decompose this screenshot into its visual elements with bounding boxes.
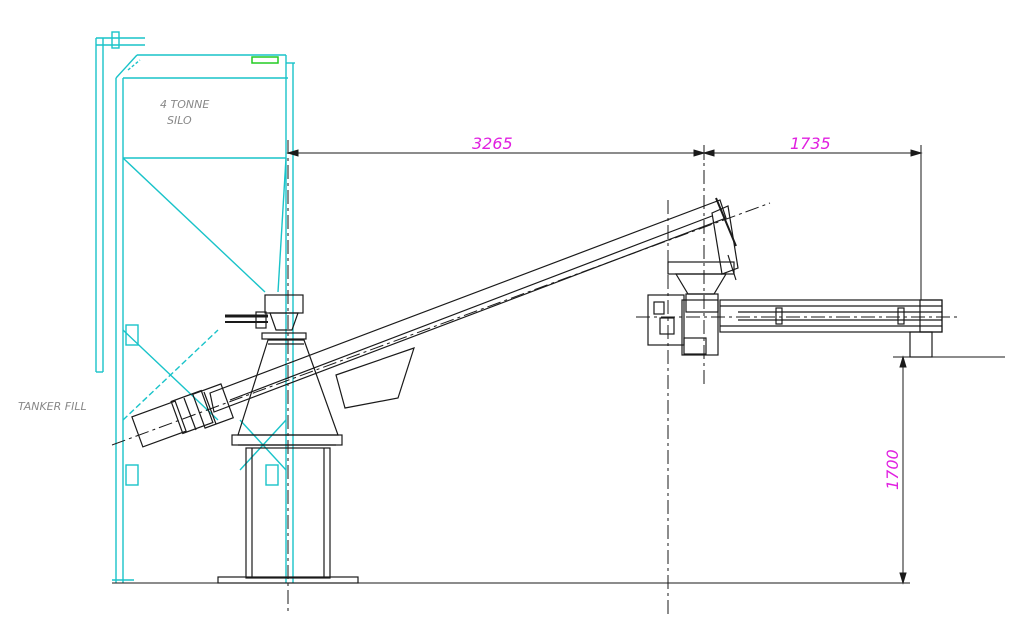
dimension-lines <box>286 145 923 585</box>
dimension-3265: 3265 <box>472 134 513 153</box>
support-stand <box>217 294 359 584</box>
dimension-1700: 1700 <box>883 449 902 490</box>
horizontal-conveyor <box>636 261 960 358</box>
tanker-fill-label: TANKER FILL <box>18 400 87 413</box>
silo <box>95 31 295 583</box>
center-lines <box>111 140 771 615</box>
silo-label-line1: 4 TONNE <box>160 98 209 111</box>
silo-vent-marker <box>251 56 279 64</box>
screw-conveyor <box>131 197 739 448</box>
silo-label-line2: SILO <box>167 114 192 127</box>
dimension-1735: 1735 <box>790 134 831 153</box>
